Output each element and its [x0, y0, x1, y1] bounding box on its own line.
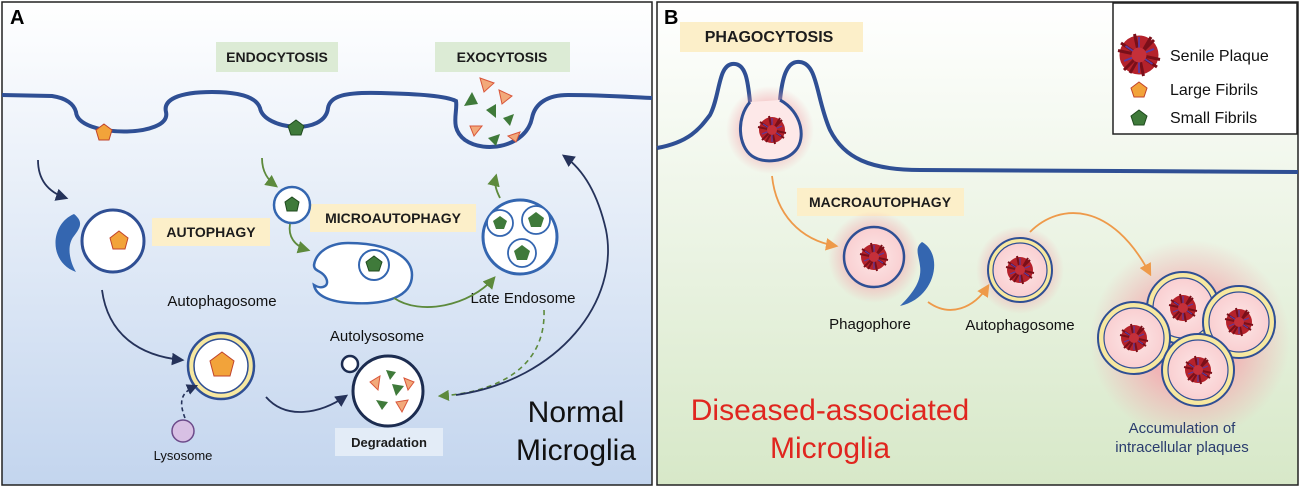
degradation-box: Degradation	[335, 428, 443, 456]
autophagosome-b	[987, 237, 1053, 303]
autophagosome-label: Autophagosome	[167, 293, 276, 310]
lysosome-label: Lysosome	[154, 448, 213, 463]
endocytosis-box: ENDOCYTOSIS	[216, 42, 338, 72]
small-fibril-icon	[365, 255, 383, 272]
arrow-late-endosome-to-exocytosis	[487, 173, 501, 199]
exocytosis-fibrils	[464, 77, 521, 146]
arrow-early-endosome-to-microautophagy	[288, 223, 311, 254]
arrow-endocytosis-to-early-endosome	[261, 157, 279, 188]
microautophagy-label: MICROAUTOPHAGY	[325, 210, 462, 226]
accumulation-label-line2: intracellular plaques	[1115, 439, 1248, 456]
legend-senile-plaque: Senile Plaque	[1170, 48, 1269, 65]
arrow-phagophore-to-autophagosome	[927, 283, 990, 311]
macroautophagy-box: MACROAUTOPHAGY	[797, 188, 964, 216]
autolysosome-label: Autolysosome	[330, 328, 424, 345]
large-fibril-icon	[1130, 81, 1148, 98]
legend-large-fibrils: Large Fibrils	[1170, 82, 1258, 99]
panel-a: A ENDOCYTOSIS EXOCYTOSIS AUTOPHAGY MICRO…	[1, 1, 653, 486]
macroautophagy-label: MACROAUTOPHAGY	[809, 194, 952, 210]
small-fibril-icon	[287, 119, 305, 136]
phagophore-crescent	[55, 214, 81, 272]
legend-small-fibrils: Small Fibrils	[1170, 110, 1257, 127]
autophagy-box: AUTOPHAGY	[152, 218, 270, 246]
lysosome	[171, 419, 195, 443]
cell-membrane-b	[656, 59, 1299, 174]
large-fibril-icon	[109, 230, 129, 250]
legend: Senile Plaque Large Fibrils Small Fibril…	[1112, 2, 1298, 135]
autophagosome-b-label: Autophagosome	[965, 317, 1074, 334]
panel-b: B PHAGOCYTOSIS MACROAUTOPHAGY Phagophore…	[656, 1, 1299, 486]
arrow-autophagosome-to-autolysosome	[265, 394, 349, 413]
late-endosome-label: Late Endosome	[470, 290, 575, 307]
cell-membrane-a	[1, 89, 653, 149]
arrow-lysosome-to-autophagosome	[180, 384, 199, 419]
microautophagy-box: MICROAUTOPHAGY	[310, 204, 476, 232]
accumulated-vesicles	[1097, 271, 1276, 407]
panel-b-letter: B	[664, 7, 678, 29]
autophagosome	[186, 331, 256, 401]
endocytosis-label: ENDOCYTOSIS	[226, 49, 328, 65]
small-fibril-icon	[1130, 109, 1148, 126]
normal-label-line1: Normal	[528, 396, 625, 429]
small-fibril-icon	[284, 196, 300, 212]
phagophore-label: Phagophore	[829, 316, 911, 333]
panel-a-letter: A	[10, 7, 24, 29]
phagocytosis-box: PHAGOCYTOSIS	[680, 22, 863, 52]
late-endosome	[481, 198, 559, 276]
arrow-autolysosome-to-exocytosis	[455, 154, 609, 396]
diseased-label-line1: Diseased-associated	[691, 394, 969, 427]
autolysosome	[340, 354, 425, 428]
exocytosis-box: EXOCYTOSIS	[435, 42, 570, 72]
phagophore-crescent	[900, 242, 935, 306]
diseased-label-line2: Microglia	[770, 432, 890, 465]
degradation-label: Degradation	[351, 435, 427, 450]
arrow-autophagy-to-autophagosome	[101, 289, 185, 366]
arrow-phagocytosis-to-phagophore	[771, 175, 839, 251]
large-fibril-icon	[95, 123, 113, 141]
autophagy-label: AUTOPHAGY	[166, 224, 256, 240]
arrow-autophagosome-to-accumulation	[1029, 212, 1152, 277]
accumulation-label-line1: Accumulation of	[1129, 420, 1237, 437]
normal-label-line2: Microglia	[516, 434, 636, 467]
phagocytosis-label: PHAGOCYTOSIS	[705, 29, 834, 46]
arrow-microautophagy-to-late-endosome	[393, 276, 496, 308]
exocytosis-label: EXOCYTOSIS	[457, 49, 548, 65]
arrow-endocytosis-to-autophagy	[37, 159, 69, 201]
